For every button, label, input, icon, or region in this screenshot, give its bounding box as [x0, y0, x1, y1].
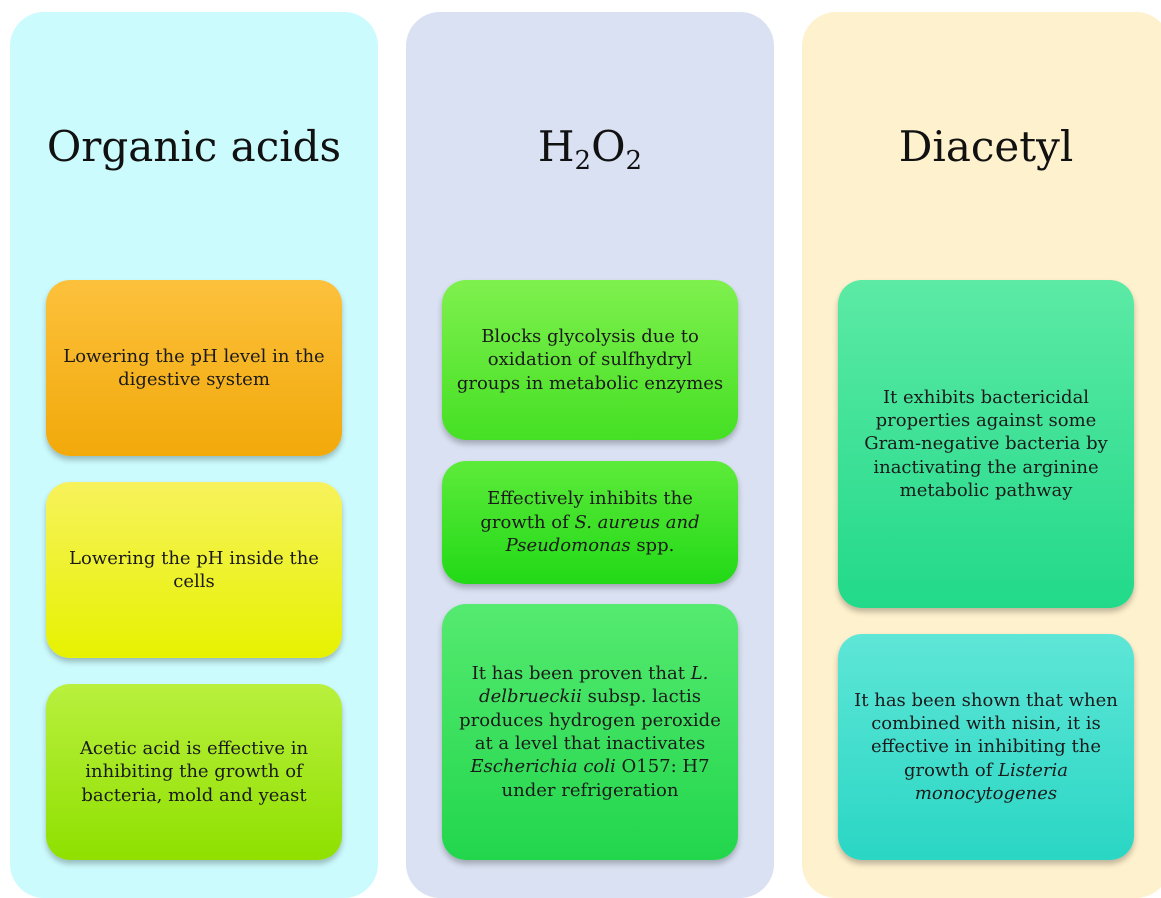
card-text: It has been shown that when combined wit…	[854, 689, 1118, 805]
organic-acids-card-1: Lowering the pH level in the digestive s…	[46, 280, 342, 456]
card-text: Lowering the pH inside the cells	[69, 547, 319, 592]
h2o2-title: H2O2	[537, 122, 643, 176]
h2o2-card-1: Blocks glycolysis due to oxidation of su…	[442, 280, 738, 440]
diacetyl-title: Diacetyl	[898, 122, 1074, 171]
card-text: Effectively inhibits the growth of S. au…	[480, 488, 700, 557]
diacetyl-card-1: It exhibits bactericidal properties agai…	[838, 280, 1134, 608]
card-text: Blocks glycolysis due to oxidation of su…	[456, 325, 724, 394]
h2o2-card-2: Effectively inhibits the growth of S. au…	[442, 461, 738, 584]
organic-acids-card-2: Lowering the pH inside the cells	[46, 482, 342, 658]
organic-acids-title: Organic acids	[46, 122, 342, 171]
diacetyl-card-2: It has been shown that when combined wit…	[838, 634, 1134, 860]
organic-acids-card-3: Acetic acid is effective in inhibiting t…	[46, 684, 342, 860]
card-text: Acetic acid is effective in inhibiting t…	[79, 737, 309, 806]
h2o2-card-3: It has been proven that L. delbrueckii s…	[442, 604, 738, 860]
card-text: It exhibits bactericidal properties agai…	[864, 386, 1108, 502]
card-text: It has been proven that L. delbrueckii s…	[459, 662, 721, 801]
card-text: Lowering the pH level in the digestive s…	[63, 345, 325, 390]
